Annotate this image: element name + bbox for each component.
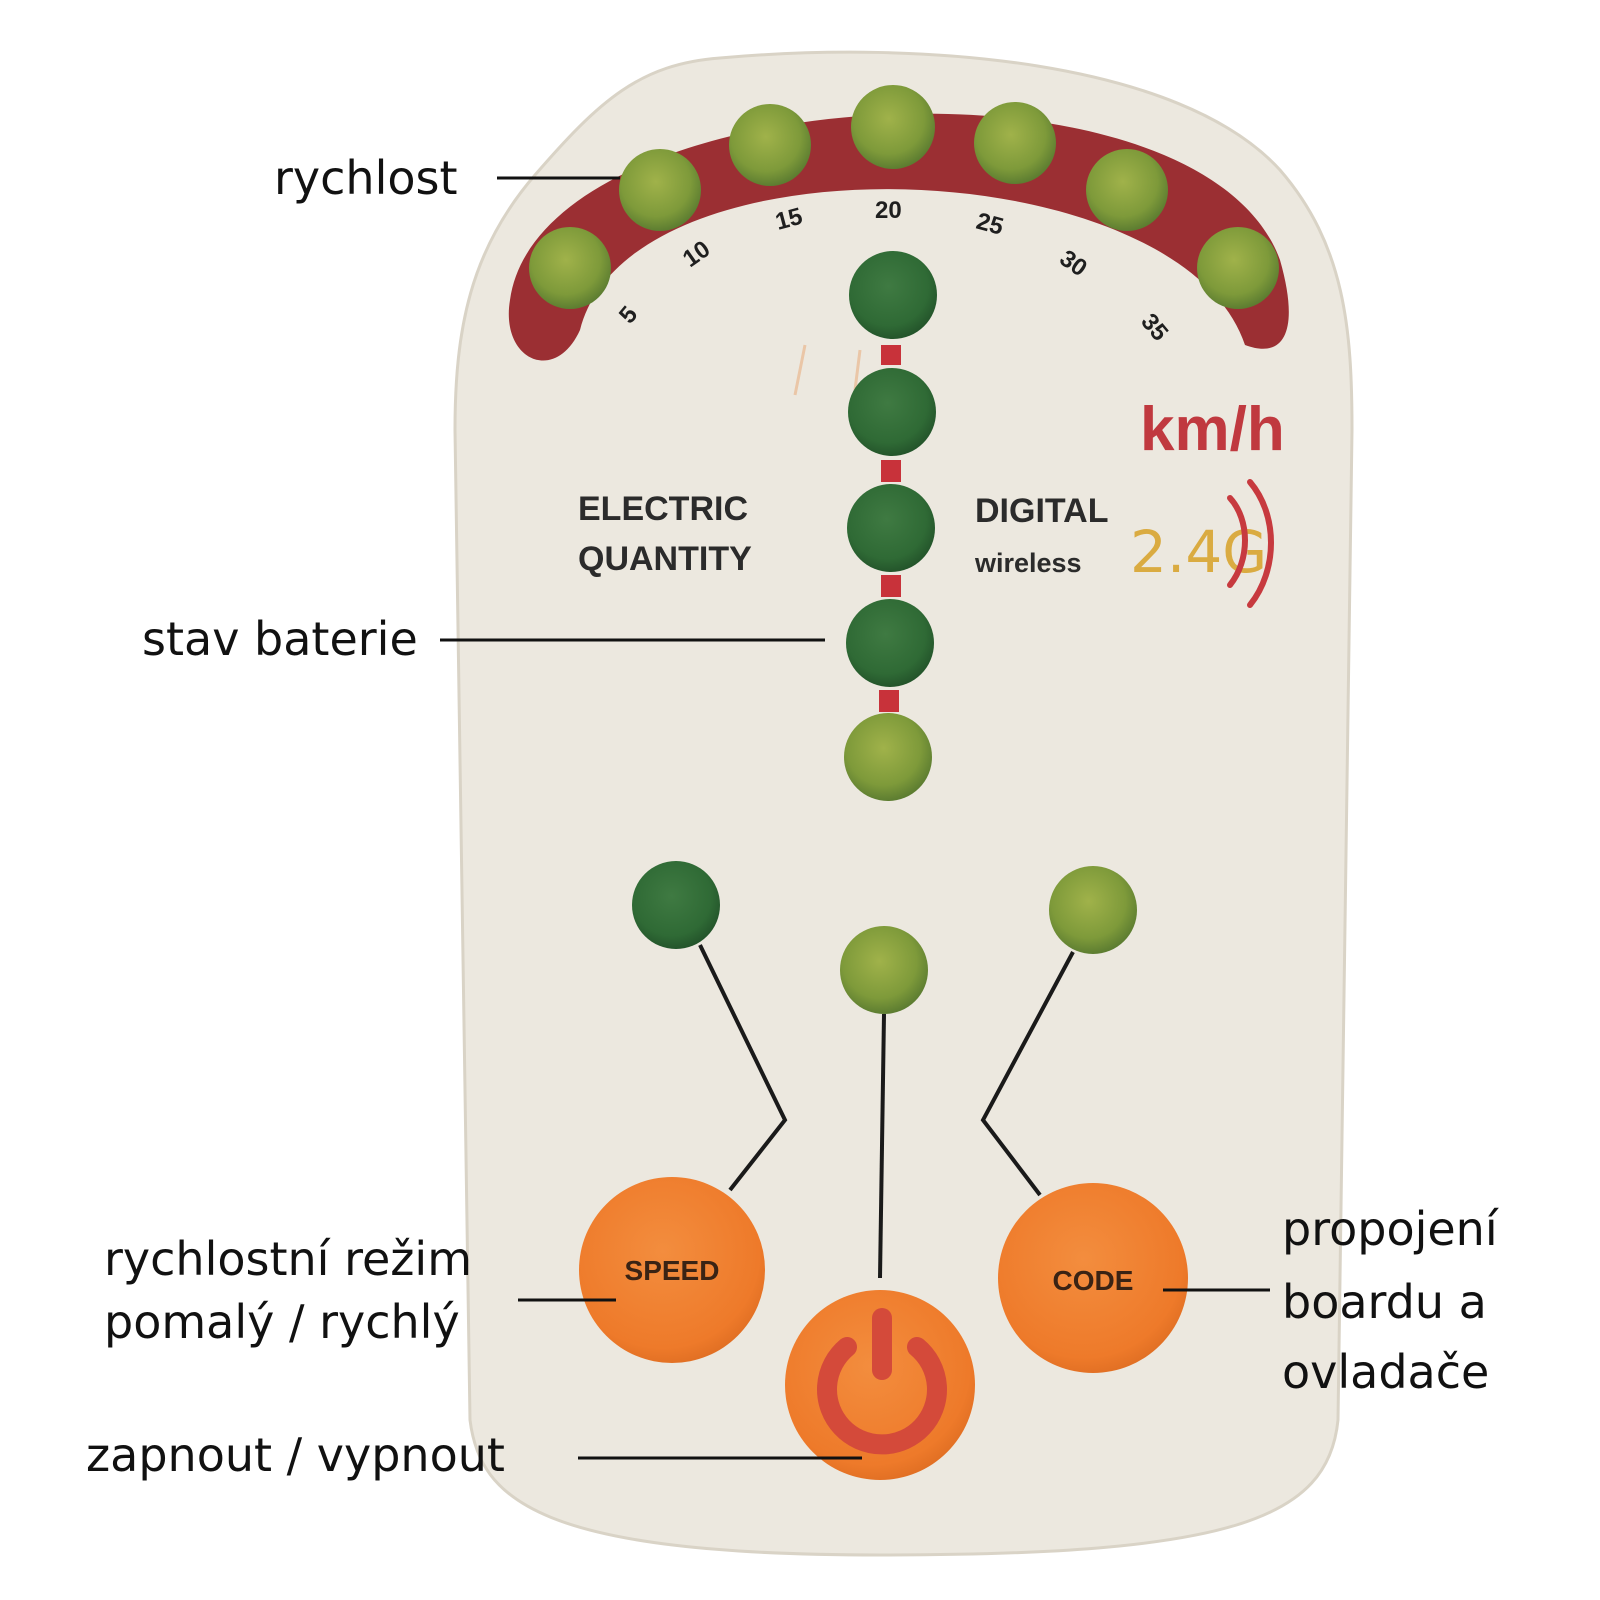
faint-mark (793, 344, 862, 396)
speed-button[interactable]: SPEED (579, 1177, 765, 1363)
battery-led-1 (849, 251, 937, 339)
speed-led-10 (619, 149, 701, 231)
annotation-power: zapnout / vypnout (86, 1428, 505, 1482)
speed-led-5 (529, 227, 611, 309)
battery-led-5 (844, 713, 932, 801)
speed-led-30 (1086, 149, 1168, 231)
power-button[interactable] (785, 1290, 975, 1480)
annotation-battery: stav baterie (142, 612, 418, 666)
code-button-label: CODE (1053, 1265, 1134, 1296)
power-icon (817, 1308, 947, 1455)
electric-label: ELECTRIC (578, 490, 748, 528)
speed-mode-led (632, 861, 720, 949)
speed-led-15 (729, 104, 811, 186)
quantity-label: QUANTITY (578, 540, 752, 578)
code-button[interactable]: CODE (998, 1183, 1188, 1373)
leader-lines (440, 176, 1270, 1460)
battery-led-4 (846, 599, 934, 687)
digital-label: DIGITAL (975, 492, 1108, 530)
code-led (1049, 866, 1137, 954)
annotation-speed-mode-2: pomalý / rychlý (104, 1295, 460, 1349)
battery-leds (844, 251, 937, 801)
unit-label: km/h (1140, 395, 1285, 464)
printed-lines (698, 944, 1075, 1279)
battery-led-3 (847, 484, 935, 572)
speed-leds (529, 85, 1279, 309)
wireless-label: wireless (974, 548, 1082, 578)
power-led (840, 926, 928, 1014)
annotation-pairing-3: ovladače (1282, 1345, 1489, 1399)
annotation-speed-leds: rychlost (274, 151, 458, 205)
speed-led-35 (1197, 227, 1279, 309)
tick-20: 20 (875, 197, 902, 224)
battery-connectors (879, 345, 901, 712)
annotation-pairing-2: boardu a (1282, 1275, 1487, 1329)
speed-led-25 (974, 102, 1056, 184)
annotation-speed-mode-1: rychlostní režim (104, 1232, 472, 1286)
speed-button-label: SPEED (625, 1255, 720, 1286)
speed-led-20 (851, 85, 935, 169)
annotation-pairing-1: propojení (1282, 1202, 1499, 1256)
wireless-waves-icon (1227, 479, 1274, 608)
battery-led-2 (848, 368, 936, 456)
